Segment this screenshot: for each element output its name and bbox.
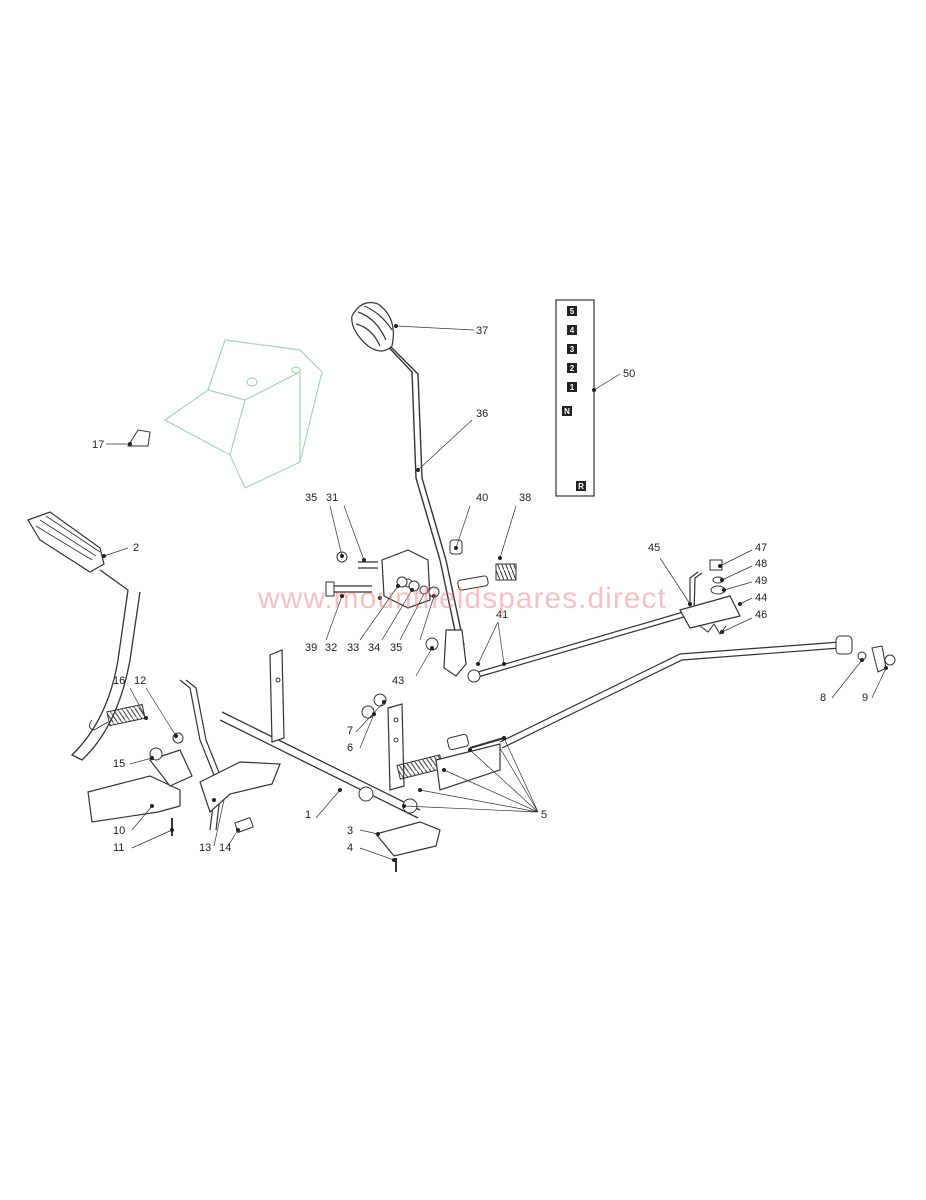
callout-46: 46 [755,609,767,621]
fender-clip [127,429,151,447]
bolt-head-39 [325,581,335,597]
callout-44: 44 [755,592,767,604]
callout-33: 33 [347,642,359,654]
clamp-3 [374,821,441,857]
spring-16 [106,703,146,727]
callout-12: 12 [134,675,146,687]
shaft-arm-hole [275,677,281,683]
fender-ghost-outline [163,339,323,489]
callout-49: 49 [755,575,767,587]
callout-5: 5 [541,809,547,821]
bolt-39 [332,585,372,593]
callout-6: 6 [347,742,353,754]
lock-plate-44 [679,595,741,629]
sleeve [457,575,489,591]
spring-hook [88,719,109,731]
shift-knob [351,301,394,352]
callout-9: 9 [862,692,868,704]
callout-17: 17 [92,439,104,451]
callout-10: 10 [113,825,125,837]
callout-39: 39 [305,642,317,654]
callout-4: 4 [347,842,353,854]
shaft-collar [358,786,374,802]
lever-base-link [443,629,467,677]
gear-label-2: 2 [570,364,575,373]
shaft-arm-hole-2 [393,717,399,723]
callout-45: 45 [648,542,660,554]
gear-label-n: N [564,407,570,416]
brake-pedal-arm [70,569,141,761]
clip-9 [871,645,887,673]
pivot-nut-12 [172,732,184,744]
rod-end-8 [835,635,853,655]
washer-32 [396,576,408,588]
clip-9b [884,654,896,666]
callout-38: 38 [519,492,531,504]
shaft-arm [269,649,285,743]
callout-8: 8 [820,692,826,704]
callout-11: 11 [113,842,124,854]
bracket-13 [149,749,193,787]
leader-dots [102,324,888,862]
cable-5 [469,737,505,749]
callout-15: 15 [113,758,125,770]
callout-14: 14 [219,842,231,854]
callout-37: 37 [476,325,488,337]
callout-40: 40 [476,492,488,504]
callout-3: 3 [347,825,353,837]
rod-end-41 [467,669,481,683]
leader-lines [103,325,887,861]
pedal-tread [35,515,101,561]
callout-43: 43 [392,675,404,687]
washer-7 [373,693,387,707]
shaft-arm-hole-3 [393,737,399,743]
nut-6 [361,705,375,719]
callout-16: 16 [113,675,125,687]
callout-13: 13 [199,842,211,854]
callout-41: 41 [496,609,508,621]
gear-label-r: R [578,482,584,491]
callout-36: 36 [476,408,488,420]
bolt-31 [358,561,378,569]
watermark-text: www.mountfieldspares.direct [258,582,667,615]
gear-label-5: 5 [570,307,575,316]
link-rod-46 [499,641,841,749]
brake-pedal-pad [27,511,105,573]
gear-label-4: 4 [570,326,575,335]
shift-rod-41 [477,571,703,678]
callout-labels: 37 36 50 17 2 35 31 40 38 39 32 33 34 35… [92,325,868,854]
spring-38 [495,563,517,581]
callout-7: 7 [347,725,353,737]
callout-34: 34 [368,642,380,654]
callout-35a: 35 [305,492,317,504]
callout-32: 32 [325,642,337,654]
gear-plate-labels: 5 4 3 2 1 N R [562,306,586,491]
gear-label-1: 1 [570,383,575,392]
callout-31: 31 [326,492,338,504]
callout-48: 48 [755,558,767,570]
shift-fork [435,743,501,791]
shift-lever [379,337,465,646]
callout-2: 2 [133,542,139,554]
lever-plate-14 [199,761,281,814]
rod-end-5 [446,733,470,751]
callout-47: 47 [755,542,767,554]
gear-label-3: 3 [570,345,575,354]
callout-1: 1 [305,809,311,821]
bracket-10 [87,775,181,823]
callout-50: 50 [623,368,635,380]
cross-shaft [219,711,421,819]
callout-35b: 35 [390,642,402,654]
